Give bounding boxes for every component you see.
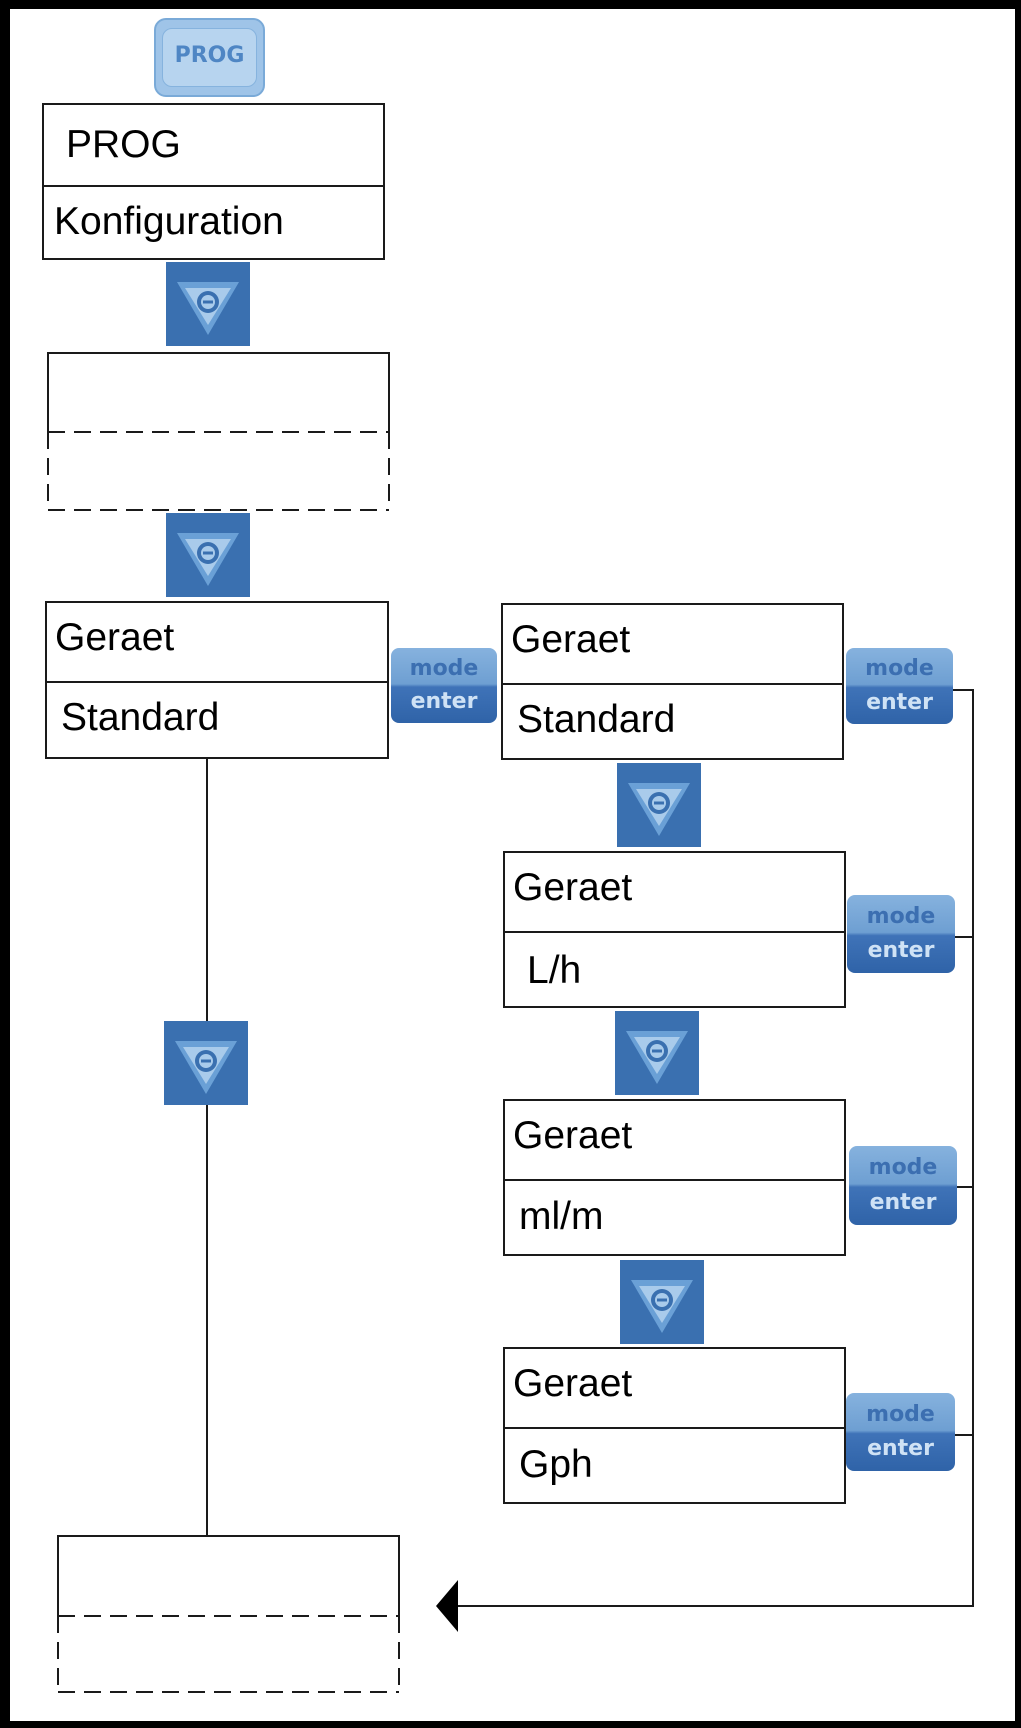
option-box-standard: Geraet Standard (501, 603, 844, 760)
option-box-lh: Geraet L/h (503, 851, 846, 1008)
arrow-left-icon (436, 1580, 458, 1632)
connector-line (972, 689, 974, 1607)
box-value: L/h (527, 949, 582, 992)
connector-line (206, 759, 208, 1540)
connector-line (957, 1186, 974, 1188)
down-arrow-button-icon (164, 1021, 248, 1105)
option-box-gph: Geraet Gph (503, 1347, 846, 1504)
empty-box-1 (47, 352, 390, 433)
box-title: Geraet (513, 1114, 633, 1157)
empty-box-2 (57, 1535, 400, 1617)
box-title: Geraet (55, 616, 175, 659)
down-arrow-button-icon (617, 763, 701, 847)
box-title: Geraet (511, 618, 631, 661)
mode-enter-button-icon: mode enter (847, 895, 955, 973)
mode-enter-button-icon: mode enter (391, 648, 497, 723)
box-title: PROG (66, 123, 181, 166)
box-value: ml/m (519, 1195, 604, 1238)
dashed-box-lower-2 (57, 1615, 400, 1693)
menu-box-konfiguration: PROG Konfiguration (42, 103, 385, 260)
down-arrow-button-icon (166, 513, 250, 597)
box-title: Geraet (513, 866, 633, 909)
down-arrow-button-icon (620, 1260, 704, 1344)
box-value: Standard (517, 698, 676, 741)
option-box-mlm: Geraet ml/m (503, 1099, 846, 1256)
box-value: Konfiguration (54, 200, 284, 243)
connector-line (452, 1605, 974, 1607)
box-value: Gph (519, 1443, 593, 1486)
connector-line (953, 689, 974, 691)
box-value: Standard (61, 696, 220, 739)
connector-line (955, 936, 974, 938)
prog-button-icon: PROG (154, 18, 265, 97)
connector-line (955, 1434, 974, 1436)
box-title: Geraet (513, 1362, 633, 1405)
menu-box-geraet-standard: Geraet Standard (45, 601, 389, 759)
down-arrow-button-icon (615, 1011, 699, 1095)
mode-enter-button-icon: mode enter (846, 648, 953, 724)
dashed-box-lower-1 (47, 431, 390, 511)
down-arrow-button-icon (166, 262, 250, 346)
mode-enter-button-icon: mode enter (849, 1146, 957, 1225)
mode-enter-button-icon: mode enter (846, 1393, 955, 1471)
